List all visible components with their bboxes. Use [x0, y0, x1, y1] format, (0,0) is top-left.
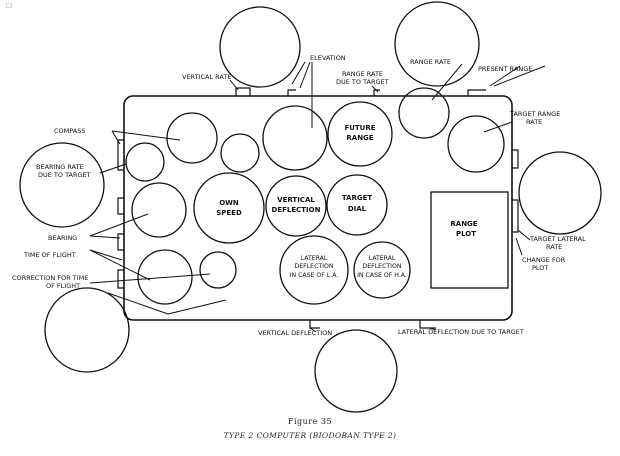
elevation-dial: [262, 105, 328, 171]
label-correction-2: OF FLIGHT: [46, 282, 80, 290]
range-plot-text-1: RANGE: [450, 220, 477, 228]
figure-number: Figure 35: [287, 417, 333, 426]
target-range-rate-dial: [447, 115, 505, 173]
own-speed-text-1: OWN: [219, 199, 239, 207]
range-plot-text-2: PLOT: [456, 230, 476, 238]
vertical-rate-dial: [220, 133, 260, 173]
label-bearing-rate-2: DUE TO TARGET: [38, 171, 91, 179]
lateral-ha-text-3: IN CASE OF H.A.: [357, 272, 407, 279]
label-compass: COMPASS: [54, 127, 85, 135]
own-speed-dial: [193, 172, 265, 244]
label-time-of-flight: TIME OF FLIGHT: [23, 251, 76, 259]
future-range-text-1: FUTURE: [344, 124, 375, 132]
label-range-rate-due-1: RANGE RATE: [342, 70, 383, 78]
computer-housing: [123, 95, 513, 321]
compass-dial: [166, 112, 218, 164]
bottom-left-circle-correction: [44, 287, 130, 373]
label-change-for-plot-1: CHANGE FOR: [522, 256, 566, 264]
label-correction-1: CORRECTION FOR TIME: [12, 274, 88, 282]
label-present-range: PRESENT RANGE: [478, 65, 532, 73]
vertical-deflection-text-1: VERTICAL: [277, 196, 315, 204]
label-range-rate-due-2: DUE TO TARGET: [336, 78, 389, 86]
bearing-dial: [131, 182, 187, 238]
label-target-range-rate-1: TARGET RANGE: [509, 110, 560, 118]
leader-lines: [89, 61, 546, 333]
label-target-lateral-rate-2: RATE: [546, 243, 562, 251]
target-dial: [326, 174, 388, 236]
bottom-circle-deflection: [314, 329, 398, 413]
left-circle-bearing-rate: [19, 142, 105, 228]
range-rate-dial: [398, 87, 450, 139]
time-of-flight-dial: [137, 249, 193, 305]
target-dial-text-1: TARGET: [342, 194, 373, 202]
label-bearing: BEARING: [48, 234, 77, 242]
label-elevation: ELEVATION: [310, 54, 346, 62]
range-plot: [430, 191, 509, 289]
figure-title: TYPE 2 COMPUTER (BIODOBAN TYPE 2): [223, 431, 397, 440]
vertical-deflection-text-2: DEFLECTION: [272, 206, 321, 214]
future-range-text-2: RANGE: [346, 134, 373, 142]
label-target-lateral-rate-1: TARGET LATERAL: [529, 235, 586, 243]
label-target-range-rate-2: RATE: [526, 118, 542, 126]
label-lateral-deflection-due: LATERAL DEFLECTION DUE TO TARGET: [398, 328, 524, 336]
lateral-ha-text-2: DEFLECTION: [362, 263, 401, 270]
margin-mark: ☐: [6, 2, 13, 10]
own-speed-text-2: SPEED: [216, 209, 242, 217]
target-dial-text-2: DIAL: [348, 205, 367, 213]
label-vertical-rate: VERTICAL RATE: [182, 73, 231, 81]
label-vertical-deflection-bottom: VERTICAL DEFLECTION: [258, 329, 332, 337]
top-circle-vertical-rate: [219, 6, 301, 88]
label-change-for-plot-2: PLOT: [532, 264, 548, 272]
lateral-la-text-2: DEFLECTION: [294, 263, 333, 270]
lateral-ha-text-1: LATERAL: [369, 255, 396, 262]
label-bearing-rate-1: BEARING RATE: [36, 163, 84, 171]
lateral-la-text-3: IN CASE OF L.A.: [290, 272, 339, 279]
future-range-dial: [327, 101, 393, 167]
vertical-deflection-dial: [265, 175, 327, 237]
top-circle-range-rate: [394, 1, 480, 87]
lateral-ha-dial: [353, 241, 411, 299]
small-dial-bottom: [199, 251, 237, 289]
right-circle-target-lateral-rate: [518, 151, 602, 235]
label-range-rate: RANGE RATE: [410, 58, 451, 66]
bearing-rate-dial: [125, 142, 165, 182]
lateral-la-text-1: LATERAL: [301, 255, 328, 262]
lateral-la-dial: [279, 235, 349, 305]
